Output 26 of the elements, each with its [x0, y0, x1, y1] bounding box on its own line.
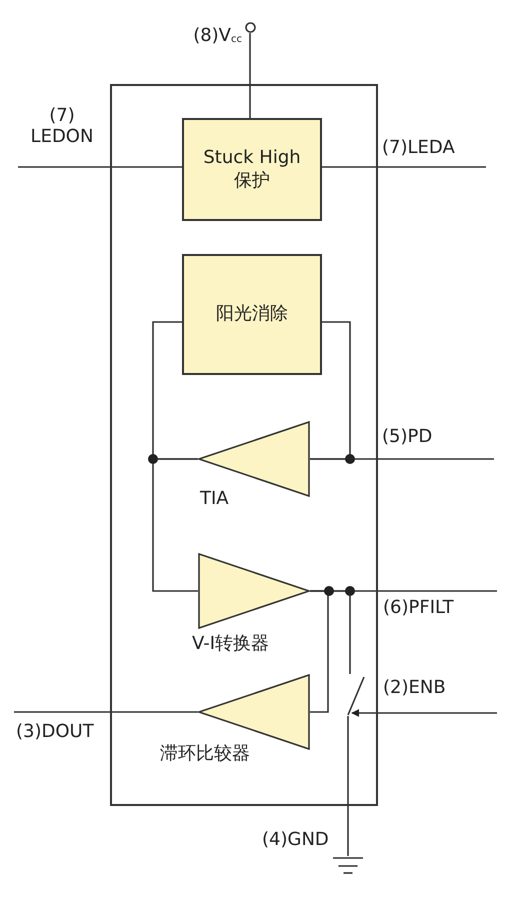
- pin-label: (7)LEDA: [382, 138, 455, 159]
- pin-label: TIA: [200, 489, 229, 510]
- pin-label: (7) LEDON: [30, 106, 94, 148]
- wire: [322, 166, 486, 168]
- pin-label: (6)PFILT: [383, 598, 454, 619]
- pin-label: (3)DOUT: [16, 722, 94, 743]
- wire: [310, 590, 351, 674]
- chip-outline: [110, 84, 378, 806]
- wire: [18, 166, 182, 168]
- function-block: 阳光消除: [182, 254, 322, 375]
- arrow: [351, 709, 497, 717]
- wire: [152, 458, 198, 592]
- pin-label: (4)GND: [262, 830, 329, 851]
- pin-label: (2)ENB: [383, 678, 446, 699]
- ground-symbol: [333, 856, 363, 876]
- pin-label: 滞环比较器: [160, 744, 250, 765]
- wire: [14, 711, 198, 713]
- amplifier-triangle: [198, 553, 310, 629]
- switch-symbol: [346, 674, 366, 716]
- wire: [310, 321, 351, 460]
- pin-label: V-I转换器: [192, 634, 270, 655]
- pin-label: (5)PD: [382, 427, 432, 448]
- function-block: Stuck High 保护: [182, 118, 322, 221]
- wire: [347, 716, 349, 856]
- terminal-circle: [245, 22, 256, 33]
- wire: [249, 33, 251, 118]
